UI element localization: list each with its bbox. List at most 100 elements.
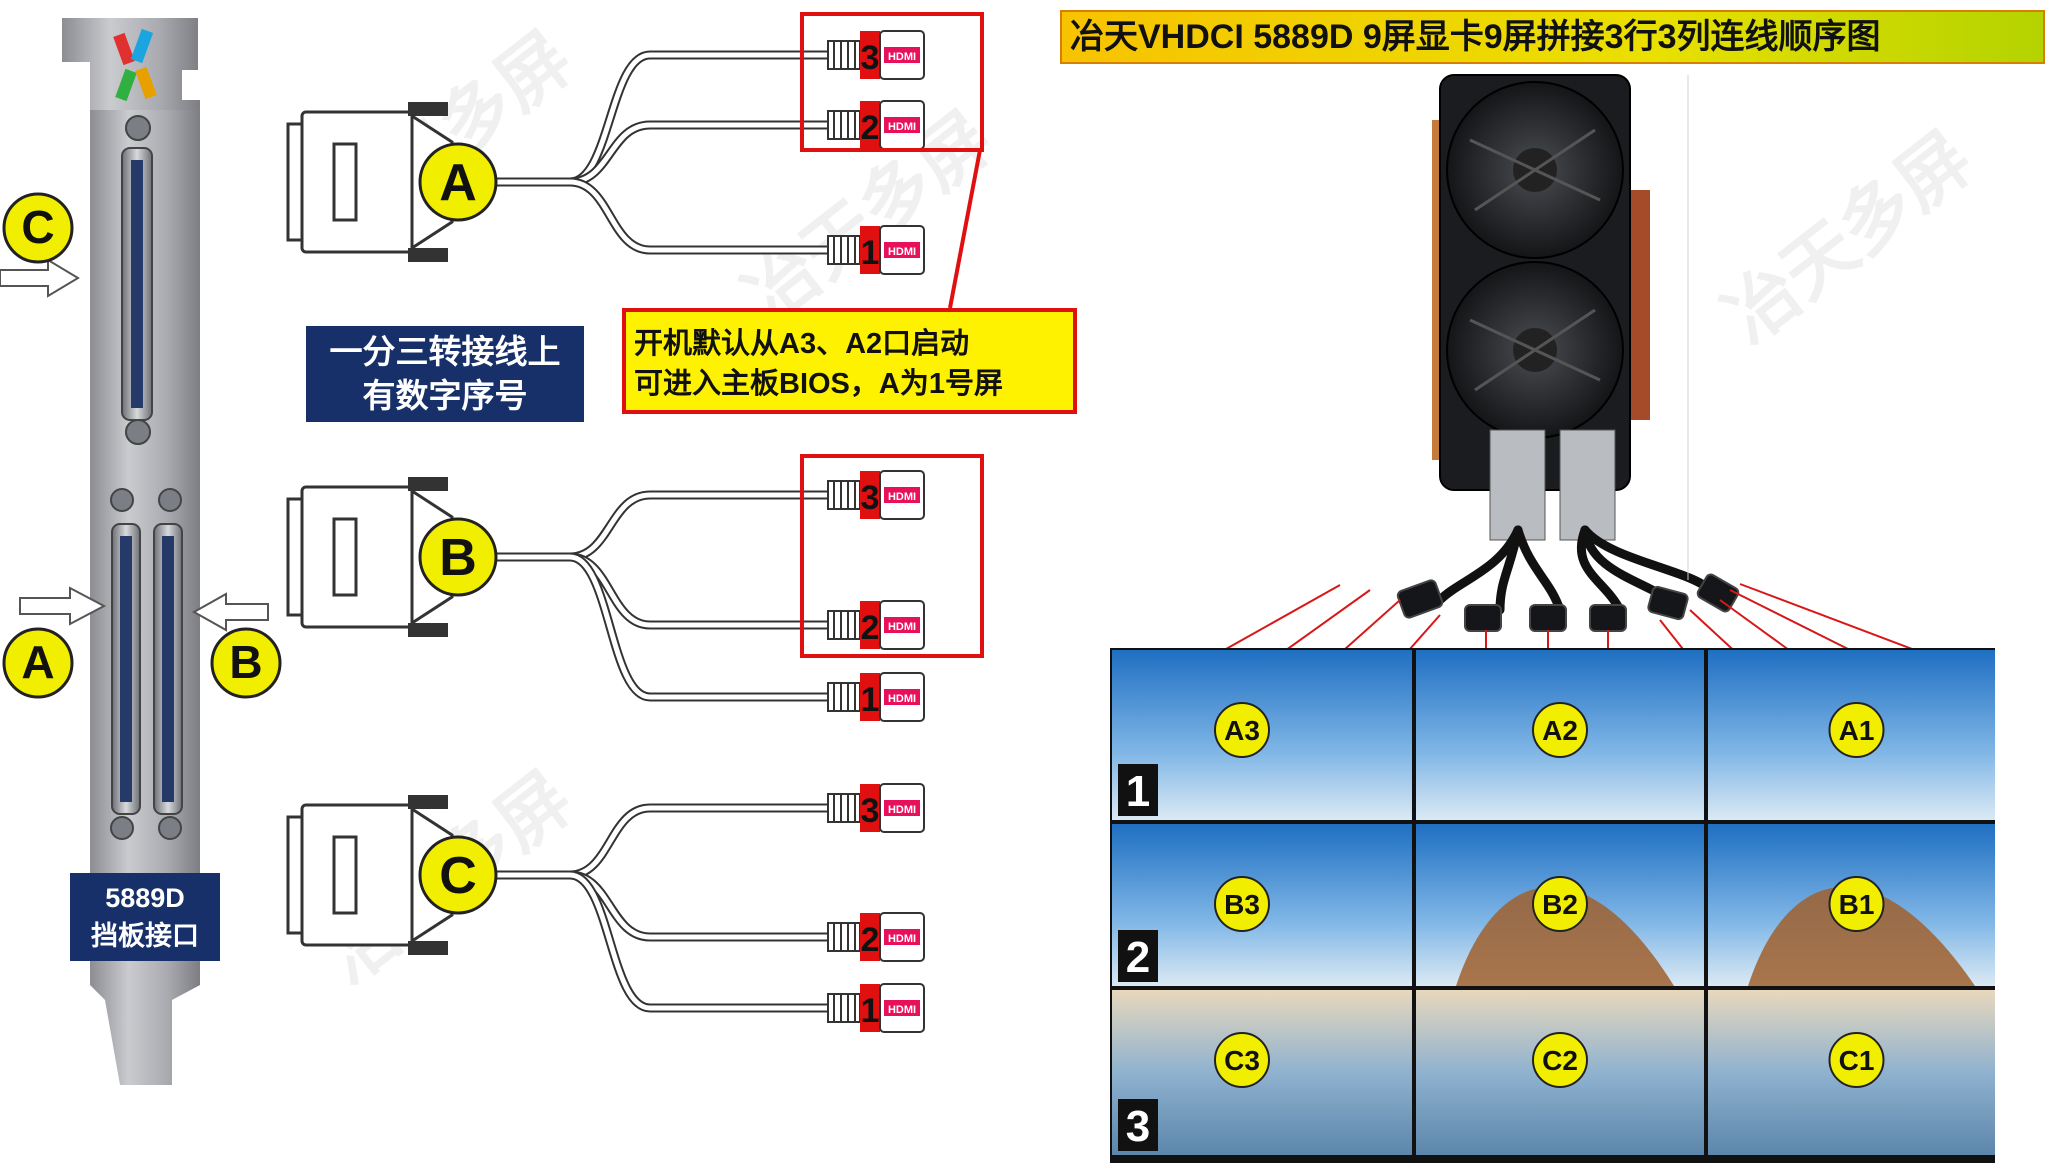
screen-a3: A3 bbox=[1112, 650, 1412, 820]
row-number-3: 3 bbox=[1118, 1099, 1158, 1151]
hdmi-logo-text: HDMI bbox=[888, 933, 916, 945]
vhdci-window bbox=[332, 517, 358, 597]
hdmi-logo-tag bbox=[884, 242, 920, 258]
hdmi-logo-text: HDMI bbox=[888, 121, 916, 133]
video-wall-screens: A3 A2 A1 1B3 B2 B1 2C3 C2 C1 3 bbox=[1112, 650, 1995, 1155]
screen-badge bbox=[1214, 876, 1270, 932]
screen-badge bbox=[1532, 702, 1588, 758]
row-number-box bbox=[1118, 930, 1158, 982]
hdmi-number: 1 bbox=[861, 681, 880, 719]
screen-badge bbox=[1532, 1032, 1588, 1088]
cable-wire bbox=[447, 803, 835, 880]
thumbscrew bbox=[408, 941, 448, 955]
cable-wire bbox=[447, 50, 835, 187]
port-badge-label: B bbox=[229, 636, 262, 688]
hdmi-number-tag bbox=[860, 226, 880, 274]
cable-wire bbox=[449, 554, 833, 700]
screen-c1: C1 bbox=[1708, 990, 1995, 1155]
hdmi-connector: 3 HDMI bbox=[827, 470, 925, 520]
cable-wire bbox=[449, 805, 833, 878]
port-badge-label: A bbox=[439, 154, 477, 212]
screen-label: A2 bbox=[1542, 715, 1578, 746]
hdmi-logo-text: HDMI bbox=[888, 491, 916, 503]
sea-stack-rock bbox=[1456, 886, 1674, 986]
hdmi-logo-tag bbox=[884, 117, 920, 133]
cable-wire bbox=[449, 872, 833, 940]
hdmi-logo-tag bbox=[884, 47, 920, 63]
screen-label: C1 bbox=[1839, 1045, 1875, 1076]
thumbscrew bbox=[408, 248, 448, 262]
row-number: 1 bbox=[1126, 767, 1150, 816]
cable-wire bbox=[447, 120, 835, 187]
hdmi-number: 2 bbox=[861, 109, 880, 147]
port-badge-a: A bbox=[2, 627, 74, 699]
port-badge-c: C bbox=[2, 192, 74, 264]
screen-c3: C3 bbox=[1112, 990, 1412, 1155]
sea-stack-rock bbox=[1748, 886, 1975, 986]
hdmi-logo-text: HDMI bbox=[888, 246, 916, 258]
cable-wire bbox=[449, 179, 833, 253]
port-badge bbox=[418, 142, 498, 222]
vhdci-window bbox=[332, 835, 358, 915]
screen-b2: B2 bbox=[1416, 824, 1704, 986]
hdmi-number: 3 bbox=[861, 479, 880, 517]
hdmi-number-tag bbox=[860, 784, 880, 832]
hdmi-logo-text: HDMI bbox=[888, 51, 916, 63]
hdmi-number-tag bbox=[860, 673, 880, 721]
hdmi-number-tag bbox=[860, 471, 880, 519]
hdmi-connector: 3 HDMI bbox=[827, 30, 925, 80]
row-number-2: 2 bbox=[1118, 930, 1158, 982]
hdmi-logo-tag bbox=[884, 1000, 920, 1016]
screen-label: A3 bbox=[1224, 715, 1260, 746]
bracket-graphic bbox=[0, 18, 269, 1085]
screen-c2: C2 bbox=[1416, 990, 1704, 1155]
cable-wire bbox=[447, 490, 835, 562]
screen-a2: A2 bbox=[1416, 650, 1704, 820]
hdmi-logo-tag bbox=[884, 617, 920, 633]
screen-label: B1 bbox=[1839, 889, 1875, 920]
cable-wire bbox=[449, 122, 833, 185]
cable-wire bbox=[447, 177, 835, 255]
port-badge bbox=[418, 517, 498, 597]
screen-label: B3 bbox=[1224, 889, 1260, 920]
hdmi-number: 3 bbox=[861, 39, 880, 77]
hdmi-logo-tag bbox=[884, 800, 920, 816]
screen-label: B2 bbox=[1542, 889, 1578, 920]
hdmi-number: 2 bbox=[861, 609, 880, 647]
hdmi-connector: 2 HDMI bbox=[827, 912, 925, 962]
hdmi-connector: 2 HDMI bbox=[827, 100, 925, 150]
row-number-box bbox=[1118, 764, 1158, 816]
row-number-box bbox=[1118, 1099, 1158, 1151]
hdmi-logo-tag bbox=[884, 487, 920, 503]
cable-wire bbox=[449, 872, 833, 1011]
screen-label: C2 bbox=[1542, 1045, 1578, 1076]
hdmi-number: 2 bbox=[861, 921, 880, 959]
hdmi-logo-text: HDMI bbox=[888, 804, 916, 816]
hdmi-number: 1 bbox=[861, 234, 880, 272]
thumbscrew bbox=[408, 623, 448, 637]
screen-a1: A1 bbox=[1708, 650, 1995, 820]
screen-badge bbox=[1828, 702, 1885, 758]
brand-logo-icon bbox=[113, 28, 157, 102]
hdmi-logo-tag bbox=[884, 689, 920, 705]
hdmi-number-tag bbox=[860, 101, 880, 149]
hdmi-logo-tag bbox=[884, 929, 920, 945]
hdmi-number-tag bbox=[860, 984, 880, 1032]
port-badge-b: B bbox=[210, 627, 282, 699]
port-badge bbox=[418, 835, 498, 915]
port-badge-label: C bbox=[21, 201, 54, 253]
screen-badge bbox=[1214, 702, 1270, 758]
page-title: 冶天VHDCI 5889D 9屏显卡9屏拼接3行3列连线顺序图 bbox=[1060, 10, 2045, 64]
cable-note: 一分三转接线上 有数字序号 bbox=[306, 326, 584, 422]
row-number: 2 bbox=[1126, 933, 1150, 982]
screen-b3: B3 bbox=[1112, 824, 1412, 986]
port-badge-label: A bbox=[21, 636, 54, 688]
